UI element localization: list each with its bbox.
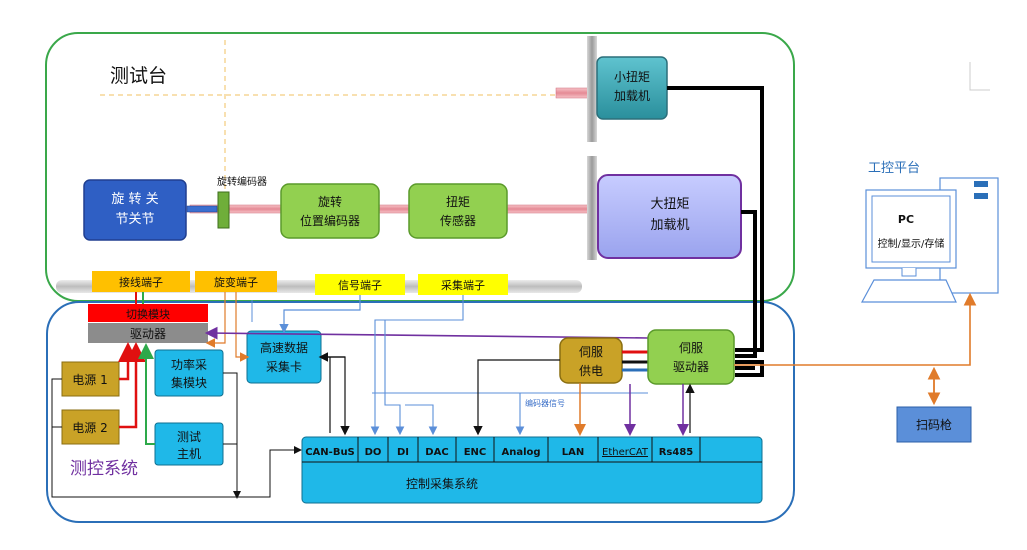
port-rs485: Rs485 [659, 447, 694, 458]
power-supply-1-label: 电源 1 [72, 373, 107, 387]
port-enc: ENC [464, 447, 487, 458]
position-encoder-line2: 位置编码器 [300, 213, 360, 228]
signal-terminal [315, 274, 405, 295]
torque-sensor-line1: 扭矩 [446, 195, 470, 209]
large-loader-flange [587, 156, 597, 260]
wiring-terminal-label-overlay: 接线端子 [119, 275, 163, 289]
barcode-scanner [896, 406, 972, 443]
servo-driver-line1: 伺服 [679, 341, 703, 355]
rotary-joint-line1: 旋 转 关 [111, 192, 158, 207]
power-supply-1 [61, 361, 120, 397]
servo-driver-line2: 驱动器 [673, 360, 709, 374]
acquisition-terminal-label: 采集端子 [441, 278, 485, 292]
rotary-joint-line2: 节关节 [115, 212, 154, 227]
resolver-terminal [195, 271, 277, 292]
large-loader-line1: 大扭矩 [650, 197, 689, 212]
drive-shaft [189, 204, 591, 214]
pc-label: PC [898, 213, 914, 226]
servo-supply-line2: 供电 [579, 364, 603, 378]
port-analog: Analog [501, 447, 540, 458]
switch-module [88, 304, 208, 322]
torque-sensor-line2: 传感器 [440, 213, 476, 228]
switch-module-label: 切换模块 [126, 307, 170, 321]
rotary-encoder-label: 旋转编码器 [217, 175, 267, 188]
driver-label: 驱动器 [130, 327, 166, 341]
acq-port-dividers [357, 437, 701, 462]
large-loader [597, 174, 742, 259]
acquisition-terminal [418, 274, 508, 295]
signal-terminal-label: 信号端子 [338, 279, 382, 292]
power-supply-2-label: 电源 2 [72, 421, 107, 435]
small-loader-line1: 小扭矩 [614, 70, 650, 84]
test-bench-title: 测试台 [110, 65, 167, 87]
keyboard [860, 279, 957, 303]
port-can-bus: CAN-BuS [305, 447, 355, 458]
port-ethercat: EtherCAT [602, 447, 649, 458]
control-system-title: 测控系统 [70, 459, 138, 479]
ipc-title: 工控平台 [868, 161, 920, 176]
test-host-line1: 测试 [177, 429, 201, 444]
torque-sensor [408, 183, 508, 239]
small-loader-flange [587, 36, 597, 142]
driver [88, 323, 208, 343]
hs-daq-line1: 高速数据 [260, 340, 308, 355]
barcode-scanner-label: 扫码枪 [916, 417, 952, 432]
control-acq-system-title: 控制采集系统 [406, 476, 478, 491]
port-lan: LAN [562, 447, 584, 458]
encoder-signal-label: 编码器信号 [525, 398, 565, 408]
control-acq-system [301, 436, 763, 504]
small-loader-line2: 加载机 [614, 89, 650, 103]
small-loader [596, 56, 668, 120]
high-speed-daq [246, 330, 322, 384]
test-host-line2: 主机 [177, 447, 201, 461]
power-supply-2 [61, 409, 120, 445]
large-loader-line2: 加载机 [650, 218, 689, 233]
rotary-joint [83, 179, 187, 241]
power-acq-line2: 集模块 [171, 375, 207, 390]
port-di: DI [397, 447, 409, 458]
rotary-encoder [217, 191, 230, 229]
hs-daq-line2: 采集卡 [266, 359, 302, 374]
position-encoder [280, 183, 380, 239]
position-encoder-line1: 旋转 [318, 194, 342, 209]
port-dac: DAC [425, 447, 448, 458]
resolver-terminal-label: 旋变端子 [214, 275, 258, 289]
servo-supply-line1: 伺服 [579, 345, 603, 359]
port-do: DO [365, 447, 382, 458]
power-acq-line1: 功率采 [171, 357, 207, 372]
pc-desc: 控制/显示/存储 [878, 237, 945, 250]
servo-driver [647, 329, 735, 385]
